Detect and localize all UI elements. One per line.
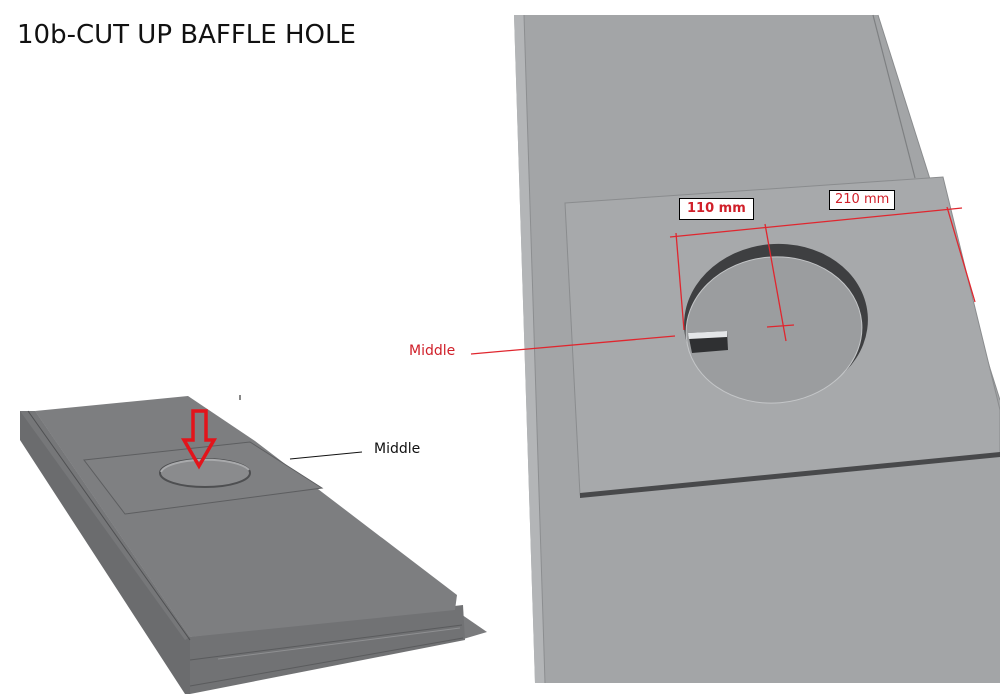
middle-callout-overview: Middle [374,441,421,457]
dimension-label-110mm: 110 mm [679,198,754,220]
overview-front-face [188,605,465,694]
dimension-label-210mm: 210 mm [829,190,896,210]
middle-callout-detail: Middle [409,343,456,359]
detail-plate-edge [580,452,1000,498]
dimension-lines [470,206,976,355]
page-title: 10b-CUT UP BAFFLE HOLE [17,20,356,50]
detail-view [470,14,1000,684]
detail-hole-floor [685,256,863,404]
overview-view [20,395,487,694]
overview-left-side [20,411,190,694]
red-down-arrow-icon [180,409,218,470]
